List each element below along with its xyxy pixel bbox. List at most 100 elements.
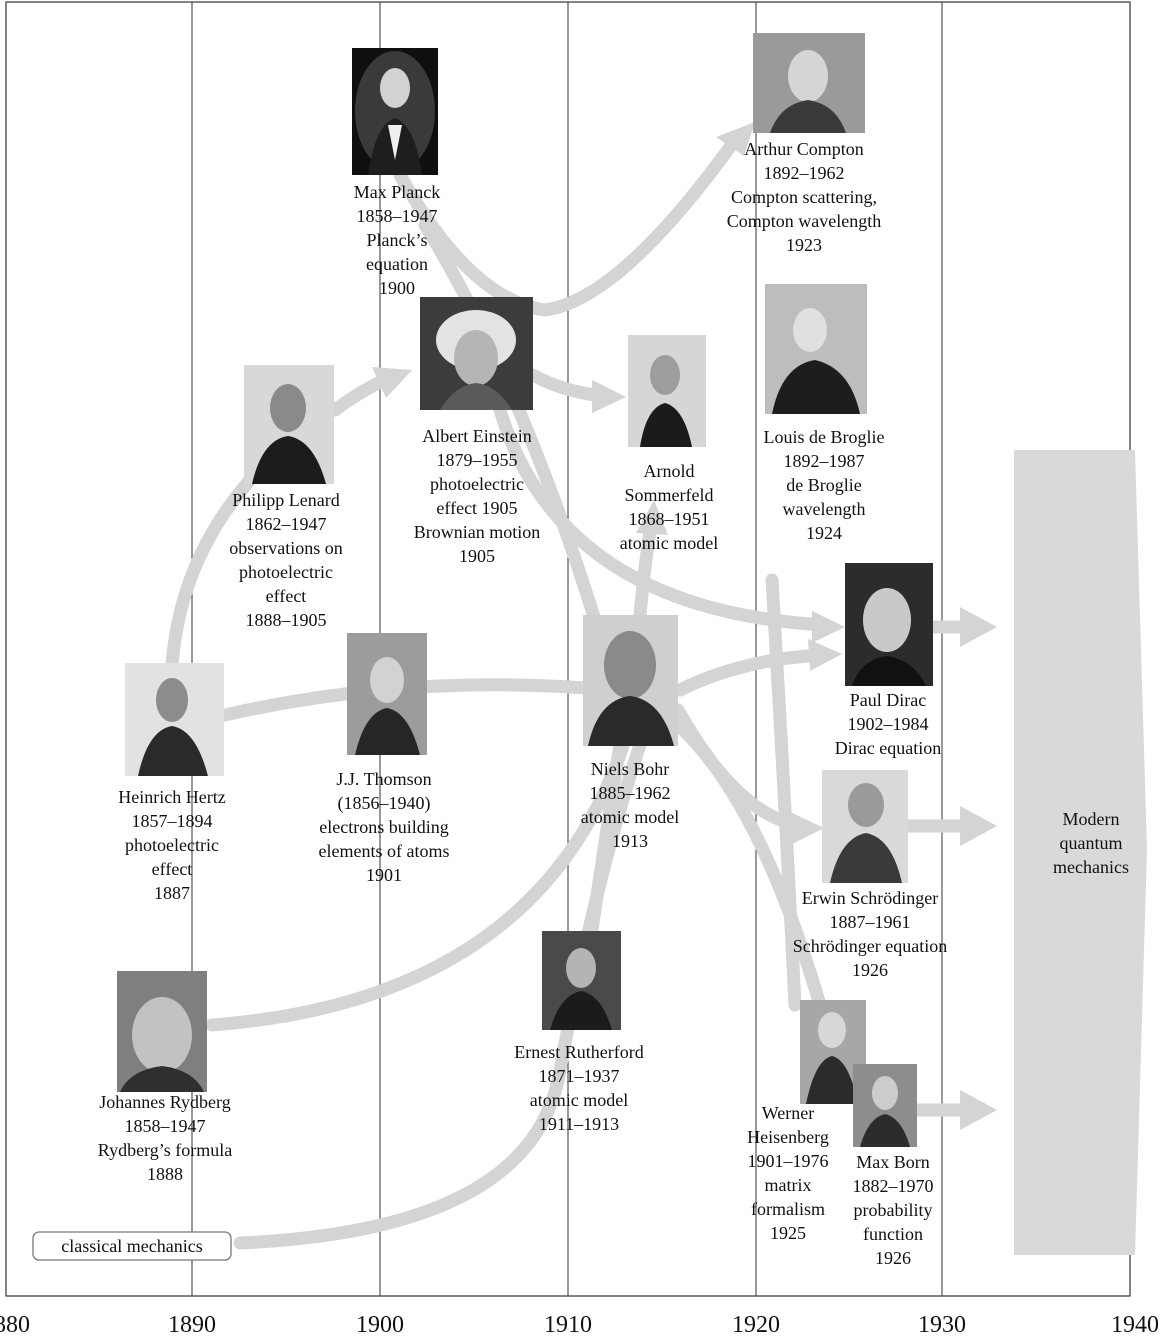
portrait-debroglie xyxy=(765,284,867,414)
label-line: 1892–1987 xyxy=(784,451,865,471)
arrow-classical-bohr xyxy=(233,738,647,1250)
x-tick-1900: 1900 xyxy=(356,1312,404,1338)
label-line: elements of atoms xyxy=(319,841,450,861)
label-line: Rydberg’s formula xyxy=(98,1140,232,1160)
label-line: Arnold xyxy=(644,461,695,481)
label-line: Modern xyxy=(1063,809,1120,829)
label-line: 1888–1905 xyxy=(246,610,327,630)
label-line: Albert Einstein xyxy=(422,426,531,446)
label-line: de Broglie xyxy=(786,475,861,495)
label-line: Schrödinger equation xyxy=(793,936,947,956)
arrow-rydberg-bohr xyxy=(205,733,632,1032)
label-line: 1862–1947 xyxy=(246,514,327,534)
arrow-bohr-dirac xyxy=(673,648,827,697)
arrow-hertz-lenard xyxy=(165,473,257,672)
x-tick-1940: 1940 xyxy=(1111,1312,1159,1338)
label-line: equation xyxy=(366,254,428,274)
arrow-einstein-sommerfeld xyxy=(526,368,602,402)
label-line: photoelectric xyxy=(239,562,333,582)
influence-arrows xyxy=(165,122,997,1250)
portrait-dirac xyxy=(845,563,933,686)
label-line: wavelength xyxy=(783,499,866,519)
label-line: Paul Dirac xyxy=(850,690,926,710)
arrow-einstein-dirac xyxy=(493,403,832,632)
arrowhead-modern-3 xyxy=(960,1090,997,1130)
label-line: quantum xyxy=(1060,833,1123,853)
x-tick-1930: 1930 xyxy=(918,1312,966,1338)
label-line: 1913 xyxy=(612,831,648,851)
label-line: Johannes Rydberg xyxy=(99,1092,230,1112)
x-tick-1920: 1920 xyxy=(732,1312,780,1338)
arrowhead-sommerfeld xyxy=(592,380,626,413)
label-line: 1905 xyxy=(459,546,495,566)
label-line: 1887 xyxy=(154,883,190,903)
label-line: (1856–1940) xyxy=(338,793,431,814)
label-line: 1901 xyxy=(366,865,402,885)
label-line: 1885–1962 xyxy=(590,783,671,803)
arrowhead-dirac-2 xyxy=(808,639,842,671)
label-line: Heinrich Hertz xyxy=(118,787,225,807)
label-line: mechanics xyxy=(1053,857,1129,877)
label-line: atomic model xyxy=(530,1090,628,1110)
x-tick-1890: 1890 xyxy=(168,1312,216,1338)
label-line: atomic model xyxy=(581,807,679,827)
portrait-heisenberg xyxy=(800,1000,866,1104)
label-line: Dirac equation xyxy=(835,738,941,758)
label-line: Max Born xyxy=(856,1152,930,1172)
label-line: Brownian motion xyxy=(414,522,541,542)
arrow-bohr-heisenberg xyxy=(671,718,827,1012)
arrowhead-modern-1 xyxy=(960,607,997,647)
label-line: Sommerfeld xyxy=(625,485,714,505)
portrait-rutherford xyxy=(542,931,621,1030)
portrait-born xyxy=(853,1064,917,1147)
label-line: photoelectric xyxy=(430,474,524,494)
portrait-compton xyxy=(753,33,865,133)
label-line: 1902–1984 xyxy=(848,714,929,734)
label-line: 1857–1894 xyxy=(132,811,213,831)
label-line: 1925 xyxy=(770,1223,806,1243)
label-line: atomic model xyxy=(620,533,718,553)
label-line: Philipp Lenard xyxy=(232,490,339,510)
label-line: 1926 xyxy=(852,960,888,980)
label-line: Arthur Compton xyxy=(744,139,864,159)
label-line: formalism xyxy=(751,1199,825,1219)
label-line: 1892–1962 xyxy=(764,163,845,183)
label-line: Heisenberg xyxy=(747,1127,829,1147)
label-line: Ernest Rutherford xyxy=(514,1042,643,1062)
arrow-debroglie-heisenberg xyxy=(765,573,802,1012)
label-line: Max Planck xyxy=(354,182,440,202)
label-line: Erwin Schrödinger xyxy=(802,888,938,908)
arrowhead-dirac-1 xyxy=(812,611,845,643)
label-line: J.J. Thomson xyxy=(336,769,431,789)
label-line: 1882–1970 xyxy=(853,1176,934,1196)
arrowhead-sommerfeld-2 xyxy=(636,500,668,535)
label-line: 1900 xyxy=(379,278,415,298)
label-line: 1858–1947 xyxy=(357,206,438,226)
label-line: 1926 xyxy=(875,1248,911,1268)
classical-mechanics-box: classical mechanics xyxy=(32,1231,232,1261)
arrowhead-modern-2 xyxy=(960,806,997,846)
arrow-lenard-einstein xyxy=(328,375,387,417)
label-line: 1888 xyxy=(147,1164,183,1184)
portrait-rydberg xyxy=(117,971,207,1092)
arrowhead-einstein xyxy=(372,367,412,398)
portrait-sommerfeld xyxy=(628,335,706,447)
label-line: electrons building xyxy=(319,817,448,837)
arrowhead-compton xyxy=(716,122,755,156)
portrait-lenard xyxy=(244,365,334,484)
label-line: 1871–1937 xyxy=(539,1066,620,1086)
label-line: 1879–1955 xyxy=(437,450,518,470)
